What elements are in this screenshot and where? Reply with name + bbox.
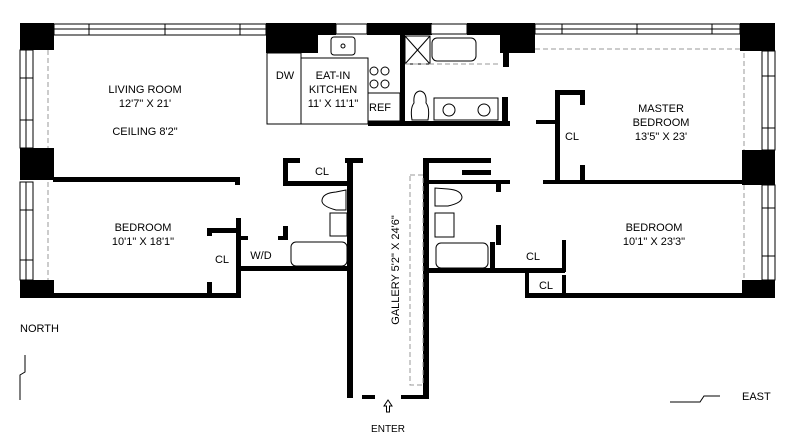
washer-dryer-label: W/D	[250, 250, 271, 262]
closet-label: CL	[539, 280, 553, 292]
living-room-ceiling: CEILING 8'2"	[112, 126, 177, 138]
bathtub-icon	[431, 37, 477, 62]
gallery-label: GALLERY 5'2" X 24'6"	[390, 215, 402, 325]
kitchen-name-2: KITCHEN	[309, 84, 357, 96]
closet-label: CL	[565, 131, 579, 143]
north-label: NORTH	[20, 323, 59, 335]
west-bath-fixtures	[290, 189, 348, 267]
room-labels: LIVING ROOM 12'7" X 21' CEILING 8'2" DW …	[108, 70, 689, 325]
toilet-icon	[410, 90, 430, 121]
north-indicator-icon	[19, 355, 26, 400]
stove-icon	[369, 66, 390, 89]
west-bedroom-size: 10'1" X 18'1"	[112, 236, 174, 248]
living-room-size: 12'7" X 21'	[119, 98, 171, 110]
gallery-closet	[409, 174, 424, 386]
west-bedroom-name: BEDROOM	[115, 222, 172, 234]
master-bath-fixtures	[404, 35, 499, 121]
east-indicator-icon	[670, 395, 720, 403]
sink-icon	[434, 212, 455, 238]
east-bedroom-size: 10'1" X 23'3"	[623, 236, 685, 248]
master-bedroom-name-2: BEDROOM	[633, 117, 690, 129]
closet-label: CL	[315, 166, 329, 178]
master-bedroom-size: 13'5" X 23'	[635, 131, 687, 143]
exterior-walls	[19, 23, 776, 298]
enter-label: ENTER	[371, 424, 405, 435]
kitchen-fixtures	[266, 36, 401, 125]
kitchen-name-1: EAT-IN	[316, 70, 351, 82]
bathtub-icon	[435, 242, 489, 269]
living-room-name: LIVING ROOM	[108, 84, 181, 96]
bathtub-icon	[290, 241, 348, 267]
closet-label: CL	[215, 254, 229, 266]
closet-label: CL	[526, 251, 540, 263]
east-label: EAST	[742, 391, 771, 403]
sink-icon	[329, 212, 348, 237]
refrigerator-icon	[367, 92, 401, 122]
master-bedroom-name-1: MASTER	[638, 103, 684, 115]
kitchen-size: 11' X 11'1"	[308, 98, 359, 110]
east-bath-fixtures	[434, 187, 489, 269]
dishwasher-label: DW	[276, 70, 295, 82]
toilet-icon	[434, 187, 463, 207]
toilet-icon	[321, 189, 347, 211]
interior-walls	[53, 23, 743, 399]
refrigerator-label: REF	[369, 102, 391, 114]
entrance[interactable]: ENTER	[371, 399, 405, 435]
east-bedroom-name: BEDROOM	[626, 222, 683, 234]
entry-arrow-icon	[383, 399, 393, 413]
